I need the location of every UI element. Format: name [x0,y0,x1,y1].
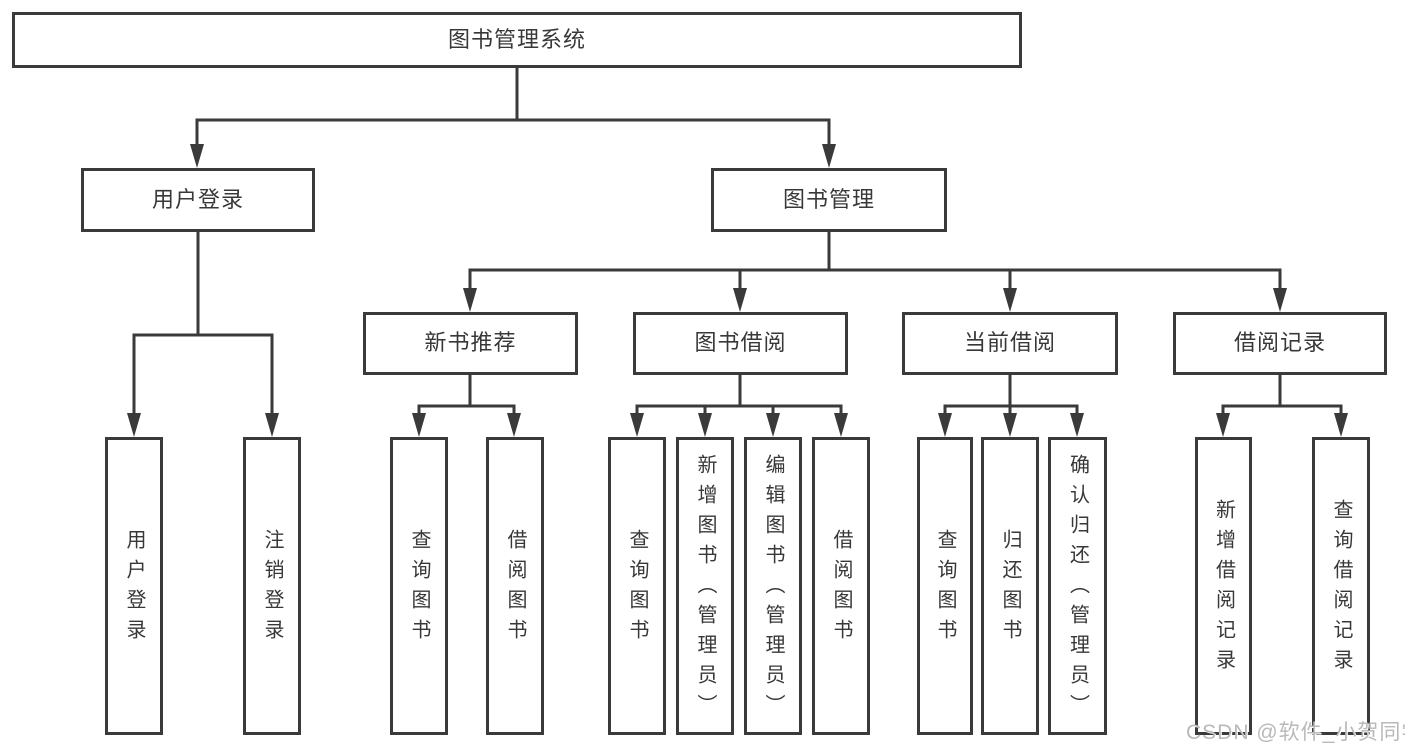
node-book-management: 图书管理 [711,168,947,232]
node-leaf-query-books-recommend: 查询图书 [390,437,448,735]
node-library-management-system: 图书管理系统 [12,12,1022,68]
node-user-login: 用户登录 [81,168,315,232]
node-book-borrowing: 图书借阅 [633,312,848,375]
node-leaf-logout: 注销登录 [243,437,301,735]
node-leaf-return-books: 归还图书 [981,437,1039,735]
node-leaf-query-books-borrowing: 查询图书 [608,437,666,735]
node-leaf-borrow-books: 借阅图书 [812,437,870,735]
node-leaf-borrow-books-recommend: 借阅图书 [486,437,544,735]
node-new-book-recommendation: 新书推荐 [363,312,578,375]
node-leaf-add-book-admin: 新增图书（管理员） [676,437,734,735]
csdn-watermark: CSDN @软件_小贺同学 [1186,721,1405,744]
node-borrowing-records: 借阅记录 [1173,312,1387,375]
node-leaf-edit-book-admin: 编辑图书（管理员） [744,437,802,735]
node-leaf-confirm-return-admin: 确认归还（管理员） [1048,437,1107,735]
node-leaf-query-borrow-record: 查询借阅记录 [1312,437,1370,735]
node-leaf-query-books-current: 查询图书 [917,437,973,735]
node-leaf-add-borrow-record: 新增借阅记录 [1195,437,1252,735]
node-leaf-user-login: 用户登录 [105,437,163,735]
node-current-borrowing: 当前借阅 [902,312,1118,375]
